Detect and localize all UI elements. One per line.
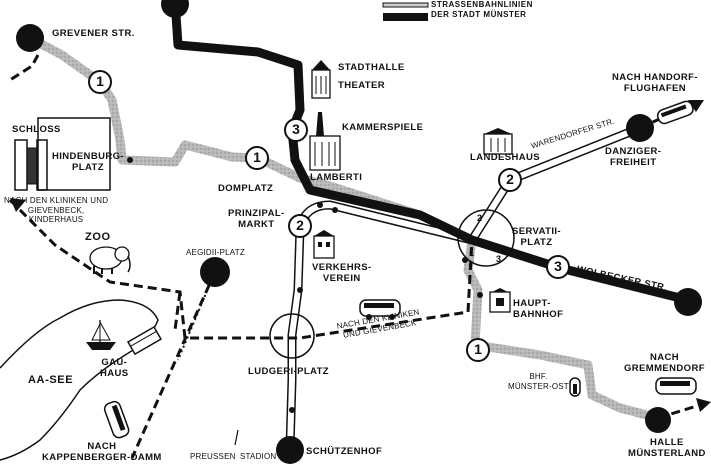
bus-icon (359, 299, 401, 320)
hindenburg-square (37, 117, 111, 191)
elephant-icon (89, 246, 131, 274)
label-landeshaus: LANDESHAUS (470, 152, 540, 163)
route-badge-2[interactable]: 2 (498, 168, 522, 192)
legend-swatches (382, 2, 429, 21)
ludgeri-ring (269, 313, 315, 359)
label-verkehrsverein: VERKEHRS- VEREIN (312, 262, 372, 284)
route-badge-2[interactable]: 2 (288, 214, 312, 238)
route-badge-3[interactable]: 3 (546, 255, 570, 279)
label-kammerspiele: KAMMERSPIELE (342, 122, 424, 133)
car-icon-kappenberger (103, 400, 130, 439)
aasee-shore (0, 299, 159, 461)
car-icon-handorf (656, 100, 694, 125)
label-ludgeri-platz: LUDGERI-PLATZ (248, 366, 330, 377)
label-kliniken-left: NACH DEN KLINIKEN UND GIEVENBECK, KINDER… (4, 196, 109, 224)
route-badge-1[interactable]: 1 (245, 146, 269, 170)
building-icon (311, 60, 331, 99)
route-badge-1[interactable]: 1 (466, 338, 490, 362)
car-icon-gremmendorf (655, 377, 697, 395)
label-nach-handorf: NACH HANDORF- FLUGHAFEN (612, 72, 698, 94)
label-lamberti: LAMBERTI (310, 172, 363, 183)
label-nach-gremmendorf: NACH GREMMENDORF (624, 352, 705, 374)
servatii-line-3: 3 (496, 254, 502, 264)
label-danziger-freiheit: DANZIGER- FREIHEIT (605, 146, 662, 168)
verkehrsverein-icon (313, 230, 335, 259)
aegidii-connector (177, 271, 216, 361)
label-domplatz: DOMPLATZ (218, 183, 274, 194)
label-aegidii-platz: AEGIDII-PLATZ (186, 248, 245, 257)
servatii-line-2: 2 (477, 213, 483, 223)
gauhaus-icon (126, 325, 163, 356)
preussen-stadion-arrow (234, 429, 239, 446)
label-hauptbahnhof: HAUPT- BAHNHOF (513, 298, 564, 320)
label-hindenburgplatz: HINDENBURG- PLATZ (52, 151, 124, 173)
landeshaus-icon (483, 128, 513, 155)
label-servatii-platz: SERVATII- PLATZ (512, 226, 561, 248)
label-bhf-muenster-ost: BHF. MÜNSTER-OST (508, 372, 569, 391)
servatii-ring (457, 209, 515, 267)
label-halle-muensterland: HALLE MÜNSTERLAND (628, 437, 706, 459)
label-grevener-str: GREVENER STR. (52, 28, 135, 39)
line-3-route (170, 0, 690, 305)
route-badge-1[interactable]: 1 (88, 70, 112, 94)
station-icon (489, 288, 511, 313)
legend: STRASSENBAHNLINIEN DER STADT MÜNSTER (383, 0, 543, 24)
label-schloss: SCHLOSS (12, 124, 61, 135)
label-stadion: STADION (240, 452, 277, 461)
label-stadthalle: STADTHALLE (338, 62, 405, 73)
label-gauhaus: GAU- HAUS (100, 357, 129, 379)
label-kappenberger-damm: NACH KAPPENBERGER-DAMM (42, 441, 162, 463)
label-theater: THEATER (338, 80, 385, 91)
legend-text: STRASSENBAHNLINIEN DER STADT MÜNSTER (431, 0, 533, 20)
label-preussen: PREUSSEN (190, 452, 236, 461)
legend-line2: DER STADT MÜNSTER (431, 10, 527, 19)
arrowheads (10, 100, 711, 412)
small-stops (127, 157, 483, 413)
label-zoo: ZOO (85, 231, 111, 243)
label-prinzipalmarkt: PRINZIPAL- MARKT (228, 208, 285, 230)
label-aa-see: AA-SEE (28, 374, 74, 386)
castle-icon (14, 139, 48, 191)
ship-icon (86, 320, 116, 350)
legend-line1: STRASSENBAHNLINIEN (431, 0, 533, 9)
label-schuetzenhof: SCHÜTZENHOF (306, 446, 383, 457)
muenster-ost-icon (569, 377, 581, 397)
church-icon (309, 112, 341, 171)
stop-markers (16, 0, 702, 464)
servatii-line-1: 1 (469, 248, 475, 258)
route-badge-3[interactable]: 3 (284, 118, 308, 142)
